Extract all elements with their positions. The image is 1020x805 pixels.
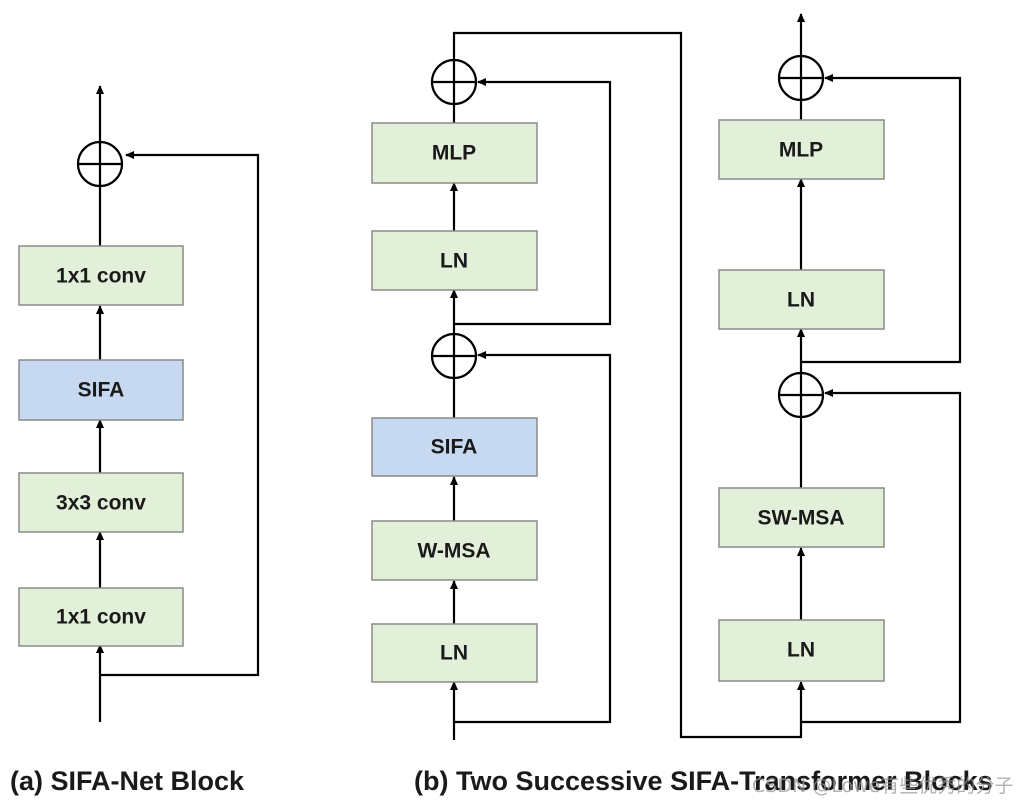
box-label: MLP <box>432 142 476 165</box>
caption-b: (b) Two Successive SIFA-Transformer Bloc… <box>414 766 993 796</box>
box-b1-sifa: SIFA <box>371 417 538 477</box>
box-b1-ln-bottom: LN <box>371 623 538 683</box>
box-b1-ln-top: LN <box>371 230 538 291</box>
block-b2-connectors <box>797 13 962 724</box>
caption-a: (a) SIFA-Net Block <box>10 766 245 796</box>
box-label: 3x3 conv <box>56 492 146 515</box>
box-label: LN <box>787 639 815 662</box>
adder-b1-upper-icon <box>430 58 478 106</box>
block-b1-connectors <box>450 31 805 740</box>
adder-b1-lower-icon <box>430 332 478 380</box>
box-label: LN <box>440 642 468 665</box>
box-b2-swmsa: SW-MSA <box>718 487 885 548</box>
box-label: SIFA <box>78 379 125 402</box>
box-a-sifa: SIFA <box>18 359 184 421</box>
watermark: CSDN @Lowe有些优秀的分子 <box>752 775 1014 797</box>
box-label: 1x1 conv <box>56 265 146 288</box>
box-label: MLP <box>779 139 823 162</box>
box-b2-ln-bottom: LN <box>718 619 885 682</box>
adder-b2-lower-icon <box>777 371 825 419</box>
box-a-conv3: 3x3 conv <box>18 472 184 533</box>
adder-b2-upper-icon <box>777 54 825 102</box>
box-a-conv1-bottom: 1x1 conv <box>18 587 184 647</box>
box-label: W-MSA <box>417 540 490 563</box>
box-b2-mlp: MLP <box>718 119 885 180</box>
block-a-connectors <box>96 85 260 722</box>
box-label: LN <box>440 250 468 273</box>
box-b1-mlp: MLP <box>371 122 538 184</box>
box-label: 1x1 conv <box>56 606 146 629</box>
box-a-conv1-top: 1x1 conv <box>18 245 184 306</box>
box-label: SW-MSA <box>757 507 844 530</box>
box-label: SIFA <box>431 436 478 459</box>
box-b1-wmsa: W-MSA <box>371 520 538 581</box>
adder-a-icon <box>76 140 124 188</box>
box-label: LN <box>787 289 815 312</box>
box-b2-ln-top: LN <box>718 269 885 330</box>
